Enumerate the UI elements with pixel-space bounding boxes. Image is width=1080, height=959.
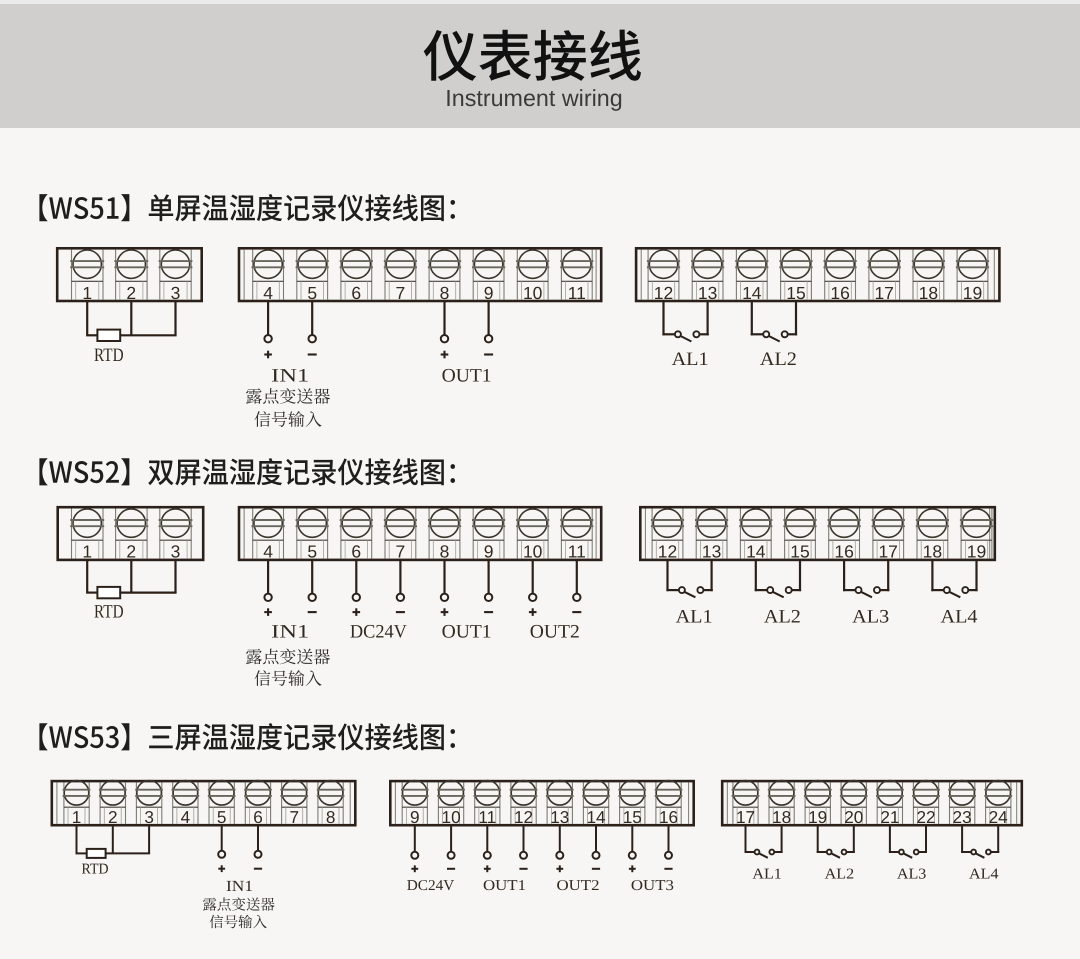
svg-text:AL4: AL4 [969, 866, 999, 882]
svg-text:AL1: AL1 [672, 349, 709, 370]
svg-text:8: 8 [326, 807, 336, 827]
svg-text:2: 2 [126, 542, 136, 562]
svg-text:19: 19 [808, 807, 827, 827]
svg-text:Instrument wiring: Instrument wiring [445, 85, 622, 111]
svg-text:OUT1: OUT1 [442, 621, 492, 642]
svg-text:10: 10 [523, 542, 543, 562]
svg-text:19: 19 [967, 542, 986, 562]
svg-text:16: 16 [659, 807, 678, 827]
svg-text:10: 10 [442, 807, 461, 827]
svg-text:OUT2: OUT2 [530, 621, 580, 642]
svg-text:OUT1: OUT1 [483, 878, 526, 894]
svg-text:6: 6 [253, 807, 263, 827]
svg-text:RTD: RTD [82, 862, 109, 878]
svg-text:AL1: AL1 [752, 866, 782, 882]
svg-text:1: 1 [72, 807, 82, 827]
svg-text:13: 13 [550, 807, 569, 827]
svg-text:AL2: AL2 [825, 866, 855, 882]
svg-text:15: 15 [786, 283, 805, 303]
svg-text:7: 7 [396, 283, 406, 303]
svg-text:OUT1: OUT1 [442, 365, 492, 386]
svg-text:11: 11 [568, 542, 586, 562]
svg-text:18: 18 [919, 283, 938, 303]
svg-text:23: 23 [953, 807, 972, 827]
svg-text:IN1: IN1 [271, 621, 309, 642]
svg-text:9: 9 [484, 283, 494, 303]
svg-text:12: 12 [514, 807, 533, 827]
svg-text:IN1: IN1 [271, 365, 309, 386]
svg-text:10: 10 [523, 283, 543, 303]
svg-text:5: 5 [307, 283, 317, 303]
svg-text:12: 12 [658, 542, 677, 562]
svg-text:8: 8 [440, 283, 450, 303]
svg-text:OUT3: OUT3 [631, 878, 674, 894]
svg-text:AL3: AL3 [897, 866, 927, 882]
svg-text:9: 9 [484, 542, 494, 562]
svg-text:15: 15 [623, 807, 642, 827]
svg-text:7: 7 [290, 807, 300, 827]
svg-text:12: 12 [654, 283, 673, 303]
svg-text:6: 6 [351, 283, 361, 303]
svg-text:19: 19 [963, 283, 982, 303]
svg-text:14: 14 [742, 283, 762, 303]
svg-text:15: 15 [790, 542, 809, 562]
svg-text:17: 17 [878, 542, 897, 562]
svg-text:DC24V: DC24V [350, 621, 407, 642]
svg-text:8: 8 [440, 542, 450, 562]
svg-text:4: 4 [181, 807, 191, 827]
svg-text:22: 22 [916, 807, 935, 827]
svg-text:11: 11 [478, 807, 496, 827]
svg-text:18: 18 [923, 542, 942, 562]
svg-text:14: 14 [586, 807, 606, 827]
svg-text:6: 6 [351, 542, 361, 562]
svg-text:DC24V: DC24V [407, 878, 455, 894]
svg-text:AL4: AL4 [941, 606, 979, 627]
svg-text:5: 5 [307, 542, 317, 562]
svg-text:18: 18 [772, 807, 791, 827]
svg-text:21: 21 [880, 807, 899, 827]
svg-text:1: 1 [82, 542, 92, 562]
svg-text:IN1: IN1 [226, 878, 253, 895]
svg-text:13: 13 [702, 542, 721, 562]
svg-text:11: 11 [568, 283, 586, 303]
svg-text:AL2: AL2 [760, 349, 797, 370]
svg-text:7: 7 [396, 542, 406, 562]
svg-text:24: 24 [989, 807, 1009, 827]
svg-text:RTD: RTD [94, 345, 124, 366]
svg-text:RTD: RTD [94, 601, 124, 622]
svg-text:1: 1 [82, 283, 92, 303]
svg-text:AL1: AL1 [676, 606, 713, 627]
svg-text:3: 3 [171, 542, 181, 562]
svg-text:20: 20 [844, 807, 863, 827]
svg-text:17: 17 [736, 807, 755, 827]
svg-text:2: 2 [126, 283, 136, 303]
svg-text:16: 16 [834, 542, 853, 562]
svg-text:5: 5 [217, 807, 227, 827]
svg-text:4: 4 [263, 283, 273, 303]
svg-text:4: 4 [263, 542, 273, 562]
svg-text:OUT2: OUT2 [557, 878, 600, 894]
svg-text:9: 9 [410, 807, 420, 827]
svg-text:2: 2 [108, 807, 118, 827]
svg-text:3: 3 [171, 283, 181, 303]
svg-text:17: 17 [874, 283, 893, 303]
svg-text:AL2: AL2 [764, 606, 801, 627]
svg-text:16: 16 [830, 283, 849, 303]
svg-text:3: 3 [144, 807, 154, 827]
svg-text:14: 14 [746, 542, 766, 562]
svg-text:AL3: AL3 [852, 606, 889, 627]
svg-text:13: 13 [698, 283, 717, 303]
